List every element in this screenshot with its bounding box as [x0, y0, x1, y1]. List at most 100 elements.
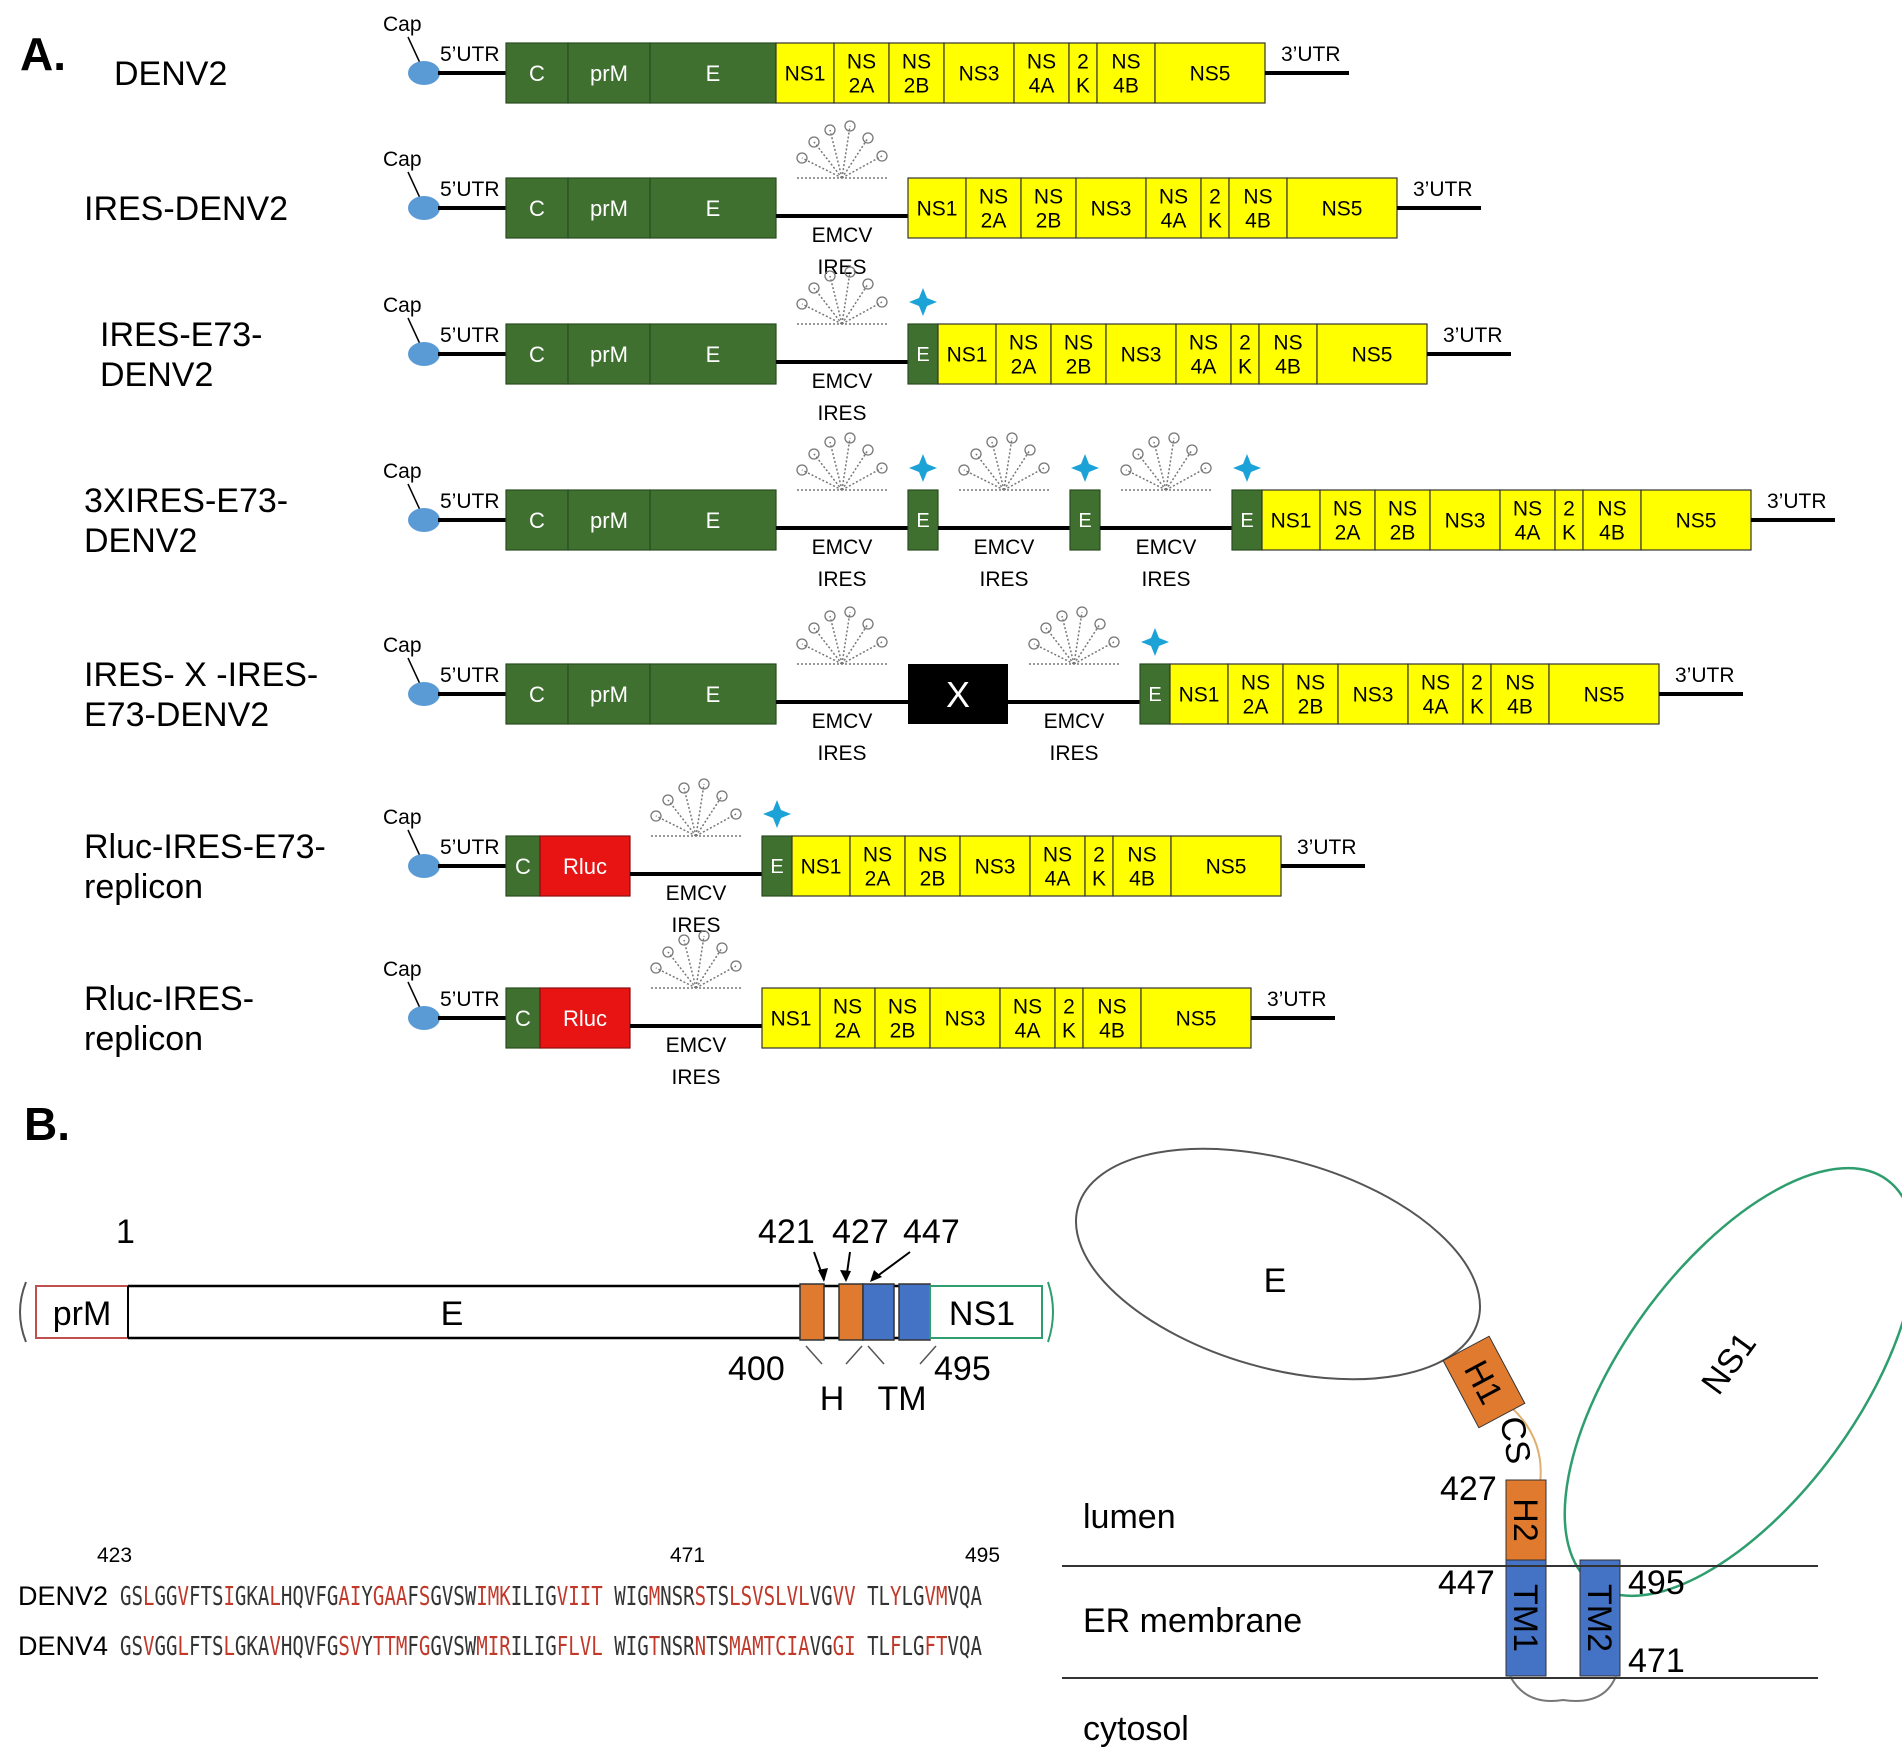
position-1-label: 1 — [116, 1213, 135, 1251]
foreign-gene-x-block — [908, 664, 1008, 724]
ruler-471: 471 — [670, 1544, 705, 1567]
nonstructural-gene-block — [1105, 323, 1177, 385]
nonstructural-gene-block — [1230, 323, 1260, 385]
gene-label: K — [1208, 210, 1222, 233]
structural-gene-block — [567, 323, 651, 385]
nonstructural-gene-block — [1170, 835, 1282, 897]
cap-icon — [408, 1006, 440, 1030]
structural-gene-block — [505, 323, 569, 385]
cap-arrow — [407, 829, 421, 857]
gene-label: 2A — [1011, 356, 1037, 379]
gene-label: NS — [1009, 331, 1038, 354]
utr5-label: 5’UTR — [440, 43, 500, 66]
gene-label: 4B — [1599, 522, 1625, 545]
gene-label: 4B — [1099, 1020, 1125, 1043]
gene-label: 2A — [849, 75, 875, 98]
gene-label: C — [529, 196, 545, 221]
alignment-seq-denv2: GSLGGVFTSIGKALHQVFGAIYGAAFSGVSWIMKILIGVI… — [120, 1582, 982, 1612]
arrow-427-head — [840, 1270, 851, 1282]
gene-label: NS3 — [1445, 510, 1486, 533]
gene-label: 4A — [1029, 75, 1055, 98]
cap-icon — [408, 61, 440, 85]
gene-label: NS3 — [959, 63, 1000, 86]
nonstructural-gene-block — [1096, 42, 1156, 104]
gene-label: NS — [1013, 995, 1042, 1018]
gene-label: C — [529, 61, 545, 86]
tm-label: TM — [877, 1380, 926, 1418]
num-471: 471 — [1628, 1642, 1685, 1680]
gene-label: K — [1238, 356, 1252, 379]
gene-label: NS3 — [945, 1008, 986, 1031]
cap-arrow — [407, 317, 421, 345]
ires-label: IRES — [817, 402, 866, 425]
helix-h1-block — [799, 1283, 825, 1341]
gene-label: NS5 — [1322, 198, 1363, 221]
ires-label: EMCV — [974, 536, 1035, 559]
nonstructural-gene-block — [1554, 489, 1584, 551]
gene-label: NS1 — [1271, 510, 1312, 533]
construct-name: Rluc-IRES- — [84, 980, 254, 1018]
ires-label: EMCV — [812, 224, 873, 247]
cleavage-star-icon — [909, 454, 937, 482]
gene-label: NS3 — [1121, 344, 1162, 367]
h-bracket-left — [805, 1345, 823, 1365]
gene-label: NS3 — [975, 856, 1016, 879]
gene-label: 2A — [981, 210, 1007, 233]
gene-label: NS — [1243, 185, 1272, 208]
arrow-421-head — [818, 1268, 828, 1282]
topology-e-label: E — [1264, 1262, 1287, 1300]
gene-label: NS — [1097, 995, 1126, 1018]
gene-label: prM — [590, 342, 628, 367]
gene-label: 2 — [1063, 995, 1075, 1018]
nonstructural-gene-block — [1154, 42, 1266, 104]
gene-label: NS1 — [771, 1008, 812, 1031]
nonstructural-gene-block — [904, 835, 961, 897]
gene-label: NS — [1513, 497, 1542, 520]
e73-label: E — [1148, 684, 1161, 706]
nonstructural-gene-block — [791, 835, 851, 897]
gene-label: NS — [1505, 671, 1534, 694]
gene-label: NS — [979, 185, 1008, 208]
position-421-label: 421 — [758, 1213, 815, 1251]
nonstructural-gene-block — [1112, 835, 1172, 897]
rluc-label: Rluc — [563, 1006, 607, 1031]
foreign-gene-label: X — [946, 674, 970, 715]
position-495-label: 495 — [934, 1350, 991, 1388]
utr5-label: 5’UTR — [440, 178, 500, 201]
ires-label: EMCV — [812, 710, 873, 733]
ns1-box — [929, 1285, 1043, 1339]
alignment-seq-denv4: GSVGGLFTSLGKAVHQVFGSVYTTMFGGVSWMIRILIGFL… — [120, 1632, 982, 1662]
structural-gene-block — [567, 489, 651, 551]
ires-label: EMCV — [812, 536, 873, 559]
gene-label: 2B — [920, 868, 946, 891]
gene-label: 2B — [1036, 210, 1062, 233]
gene-label: K — [1470, 696, 1484, 719]
gene-label: 4B — [1113, 75, 1139, 98]
gene-label: 2 — [1077, 50, 1089, 73]
structural-gene-block — [567, 177, 651, 239]
gene-label: 4A — [1423, 696, 1449, 719]
gene-label: 2A — [835, 1020, 861, 1043]
gene-label: prM — [590, 61, 628, 86]
utr3-label: 3’UTR — [1443, 324, 1503, 347]
e73-block — [907, 489, 939, 551]
nonstructural-gene-block — [1282, 663, 1339, 725]
gene-label: NS — [1027, 50, 1056, 73]
gene-label: 2B — [890, 1020, 916, 1043]
structural-gene-block — [567, 42, 651, 104]
cleavage-star-icon — [763, 800, 791, 828]
gene-label: NS — [1333, 497, 1362, 520]
cap-label: Cap — [383, 13, 422, 36]
gene-label: NS — [1296, 671, 1325, 694]
utr3-label: 3’UTR — [1675, 664, 1735, 687]
e-domain-ellipse — [1075, 1147, 1481, 1381]
ires-label: IRES — [817, 742, 866, 765]
cap-label: Cap — [383, 294, 422, 317]
gene-label: 4A — [1191, 356, 1217, 379]
e73-block — [761, 835, 793, 897]
gene-label: C — [529, 508, 545, 533]
gene-label: E — [706, 508, 721, 533]
